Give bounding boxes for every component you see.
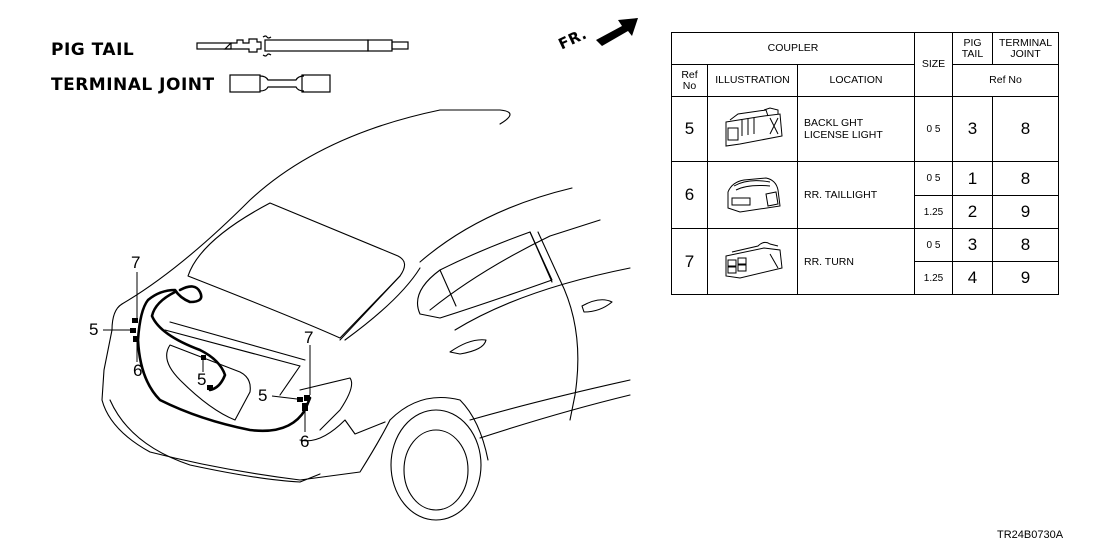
row-ref-no: 5 bbox=[671, 96, 708, 162]
table-row: 7 RR. TURN 0 5 3 8 bbox=[671, 228, 1059, 295]
callout-right-6: 6 bbox=[300, 432, 310, 451]
terminal-joint-icon bbox=[229, 74, 331, 93]
table-header-row: COUPLER SIZE PIG TAIL TERMINAL JOINT bbox=[671, 32, 1059, 97]
row-pig-tail: 2 bbox=[952, 195, 993, 229]
location-line-2: LICENSE LIGHT bbox=[804, 129, 883, 141]
terminal-joint-label: TERMINAL JOINT bbox=[51, 75, 215, 95]
pig-tail-icon bbox=[196, 35, 409, 57]
location-line-1: BACKL GHT bbox=[804, 117, 864, 129]
callout-center-5: 5 bbox=[197, 370, 207, 389]
front-arrow-icon bbox=[596, 18, 638, 46]
diagram-part-code: TR24B0730A bbox=[997, 529, 1064, 541]
table-row: 1.25 2 9 bbox=[672, 195, 1059, 229]
row-location: RR. TURN bbox=[797, 228, 915, 295]
table-row: 1.25 4 9 bbox=[672, 261, 1059, 295]
header-size: SIZE bbox=[914, 32, 953, 97]
table-row: 6 RR. TAILLIGHT 0 5 1 8 bbox=[671, 161, 1059, 229]
coupler-table: COUPLER SIZE PIG TAIL TERMINAL JOINT Ref… bbox=[671, 32, 1059, 295]
connector-6-icon bbox=[727, 176, 781, 213]
front-direction-indicator: FR. bbox=[552, 12, 642, 62]
connectors bbox=[130, 318, 310, 411]
row-size: 0 5 bbox=[914, 96, 953, 162]
row-pig-tail: 4 bbox=[952, 261, 993, 295]
leader-lines bbox=[103, 272, 311, 432]
row-pig-tail: 1 bbox=[952, 161, 993, 196]
row-location: RR. TAILLIGHT bbox=[797, 161, 915, 229]
row-terminal-joint: 9 bbox=[992, 195, 1059, 229]
row-pig-tail: 3 bbox=[952, 228, 993, 262]
header-ref-no: Ref No bbox=[671, 64, 708, 97]
header-location: LOCATION bbox=[797, 64, 915, 97]
callout-left-6: 6 bbox=[133, 361, 143, 380]
callout-right-7: 7 bbox=[304, 328, 314, 347]
car-rear-diagram bbox=[101, 109, 631, 521]
coupler-illustration bbox=[707, 96, 798, 162]
rear-window bbox=[187, 202, 406, 339]
row-terminal-joint: 8 bbox=[992, 228, 1059, 262]
roof-outline bbox=[121, 109, 501, 305]
header-pig-tail-text: PIG TAIL bbox=[961, 36, 984, 60]
header-ref-no-text: Ref No bbox=[681, 68, 698, 92]
right-taillight bbox=[299, 377, 353, 431]
pig-tail-label: PIG TAIL bbox=[51, 40, 135, 60]
row-terminal-joint: 8 bbox=[992, 161, 1059, 196]
row-terminal-joint: 8 bbox=[992, 96, 1059, 162]
callout-left-5: 5 bbox=[89, 320, 99, 339]
rear-quarter-window bbox=[416, 231, 553, 319]
header-illustration: ILLUSTRATION bbox=[707, 64, 798, 97]
header-terminal-joint-text: TERMINAL JOINT bbox=[998, 36, 1053, 60]
row-size: 1.25 bbox=[914, 195, 953, 229]
license-plate-area bbox=[166, 344, 251, 421]
connector-7-icon bbox=[725, 241, 783, 279]
header-coupler: COUPLER bbox=[671, 32, 915, 65]
coupler-illustration bbox=[707, 228, 798, 295]
row-pig-tail: 3 bbox=[952, 96, 993, 162]
callout-right-5: 5 bbox=[258, 386, 268, 405]
row-size: 0 5 bbox=[914, 228, 953, 262]
front-door-handle bbox=[581, 299, 613, 313]
row-size: 1.25 bbox=[914, 261, 953, 295]
coupler-illustration bbox=[707, 161, 798, 229]
header-ref-no-sub: Ref No bbox=[952, 64, 1059, 97]
header-pig-tail: PIG TAIL bbox=[952, 32, 993, 65]
table-subheader-row: Ref No ILLUSTRATION LOCATION Ref No bbox=[671, 64, 1059, 97]
rear-door-handle bbox=[449, 339, 487, 355]
rear-wheel bbox=[390, 409, 482, 521]
row-ref-no: 6 bbox=[671, 161, 708, 229]
wire-harness bbox=[136, 285, 312, 433]
row-ref-no: 7 bbox=[671, 228, 708, 295]
connector-5-icon bbox=[725, 106, 783, 147]
row-terminal-joint: 9 bbox=[992, 261, 1059, 295]
row-size: 0 5 bbox=[914, 161, 953, 196]
callout-left-7: 7 bbox=[131, 253, 141, 272]
header-terminal-joint: TERMINAL JOINT bbox=[992, 32, 1059, 65]
